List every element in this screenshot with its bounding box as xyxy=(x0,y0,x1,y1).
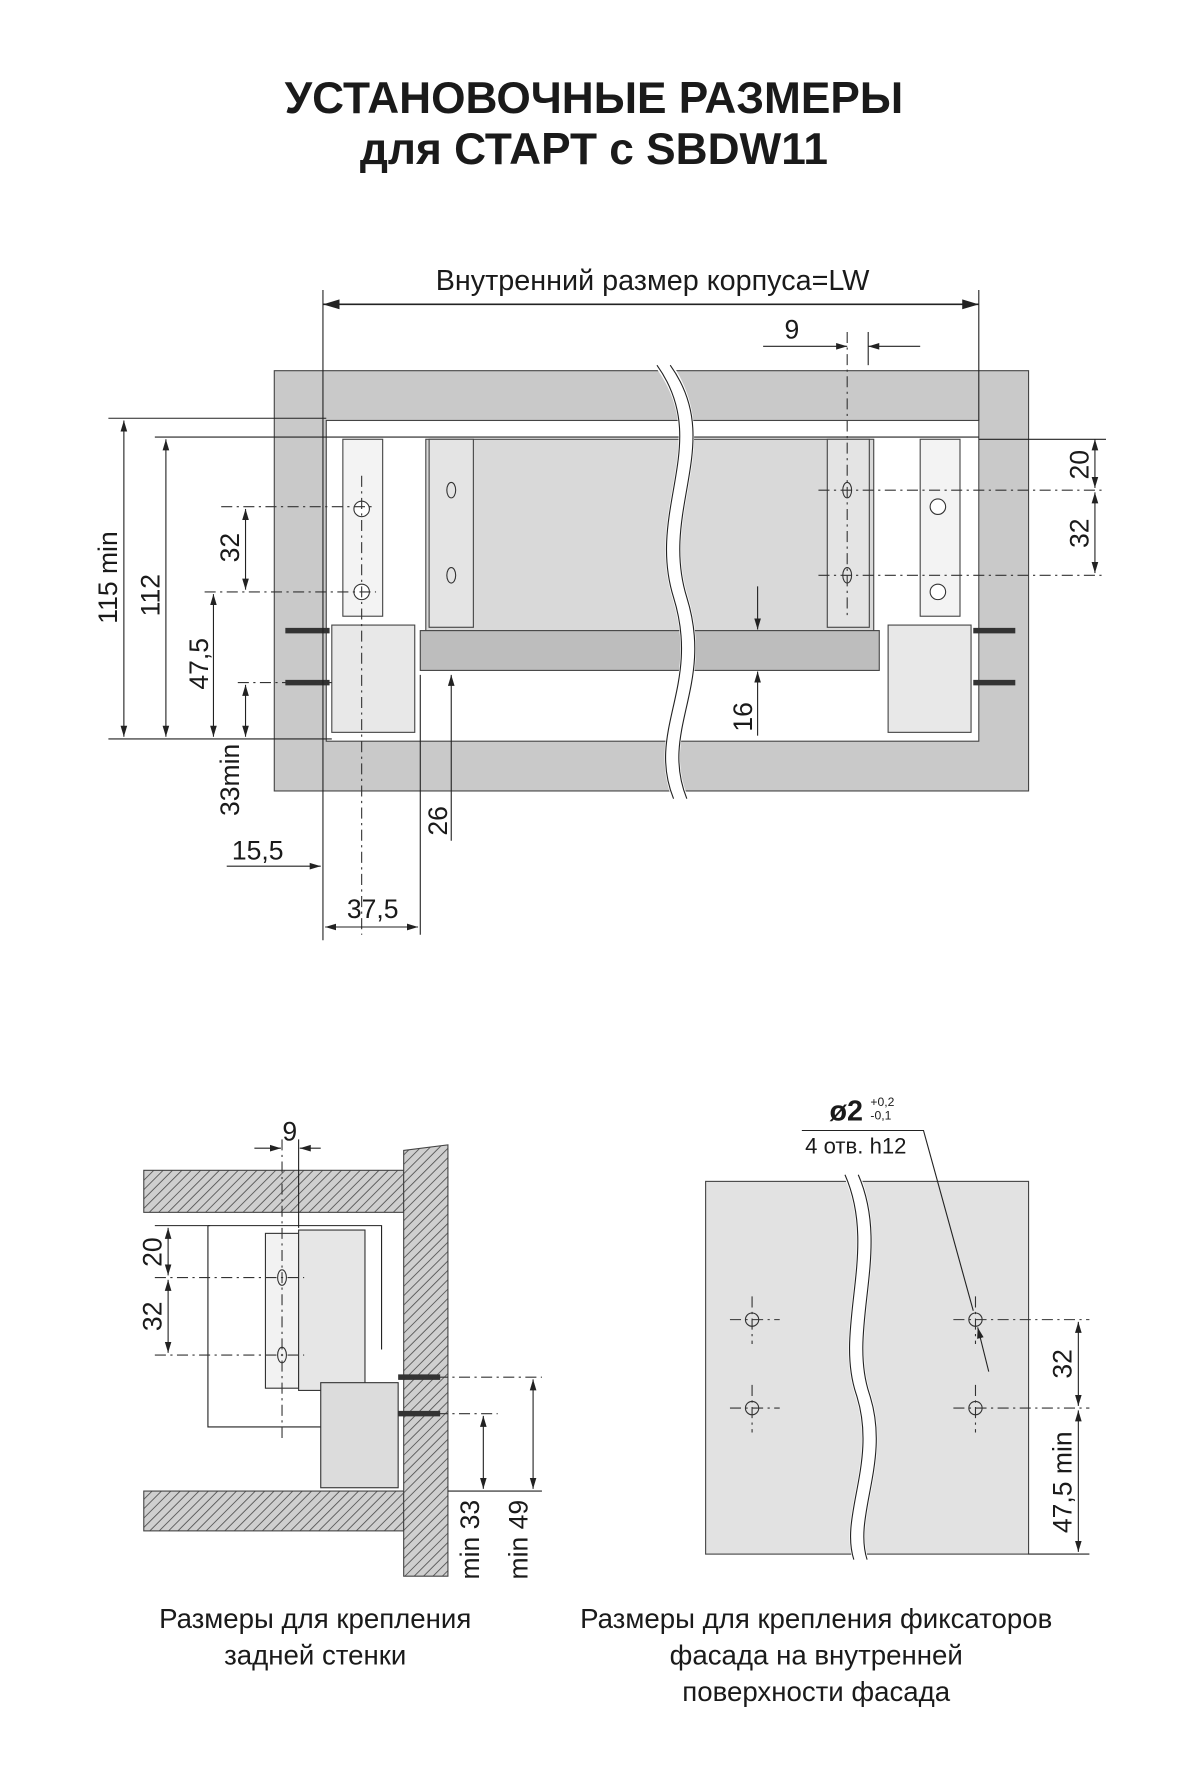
rear-dim-32: 32 xyxy=(137,1302,167,1332)
facade-dim-47-5-min: 47,5 min xyxy=(1048,1431,1078,1533)
dim-16: 16 xyxy=(728,702,758,732)
title-line-1: УСТАНОВОЧНЫЕ РАЗМЕРЫ xyxy=(285,74,903,123)
facade-caption-line-3: поверхности фасада xyxy=(682,1676,950,1707)
dim-26: 26 xyxy=(423,806,453,836)
facade-caption-line-2: фасада на внутренней xyxy=(670,1640,963,1671)
hole-note: 4 отв. h12 xyxy=(805,1134,906,1159)
facade-caption-line-1: Размеры для крепления фиксаторов xyxy=(580,1603,1052,1634)
drawer-bottom xyxy=(419,630,880,671)
dim-47-5: 47,5 xyxy=(184,638,214,690)
rear-dim-20: 20 xyxy=(137,1237,167,1267)
hole-tolerance-plus: +0,2 xyxy=(870,1095,894,1109)
rear-caption-line-1: Размеры для крепления xyxy=(159,1603,471,1634)
facade-dim-32: 32 xyxy=(1048,1349,1078,1379)
left-runner xyxy=(331,624,416,733)
rear-dim-min-49: min 49 xyxy=(504,1500,534,1580)
dim-112: 112 xyxy=(135,574,165,616)
dim-9-top: 9 xyxy=(785,315,800,345)
rear-caption-line-2: задней стенки xyxy=(224,1640,406,1671)
rear-wall-view: 9 20 32 min 33 min 49 Размеры для крепле… xyxy=(137,1116,542,1671)
dim-15-5: 15,5 xyxy=(232,836,284,866)
rear-dim-min-33: min 33 xyxy=(455,1500,485,1580)
dim-32-left: 32 xyxy=(215,533,245,563)
dim-20-right: 20 xyxy=(1064,450,1094,480)
hole-diameter: ø2 xyxy=(829,1096,863,1128)
dim-33-min: 33min xyxy=(215,744,245,816)
dim-32-right: 32 xyxy=(1064,519,1094,549)
title-line-2: для СТАРТ с SBDW11 xyxy=(360,125,828,174)
dim-37-5: 37,5 xyxy=(347,894,399,924)
dim-115-min: 115 min xyxy=(93,531,123,623)
hole-tolerance-minus: -0,1 xyxy=(870,1108,891,1122)
inner-width-label: Внутренний размер корпуса=LW xyxy=(436,265,871,297)
rear-dim-9: 9 xyxy=(282,1116,297,1146)
facade-view: ø2 +0,2 -0,1 4 отв. h12 32 47,5 min Разм… xyxy=(580,1095,1090,1707)
right-runner xyxy=(887,624,972,733)
main-view: Внутренний размер корпуса=LW 9 115 min 1… xyxy=(93,265,1106,941)
